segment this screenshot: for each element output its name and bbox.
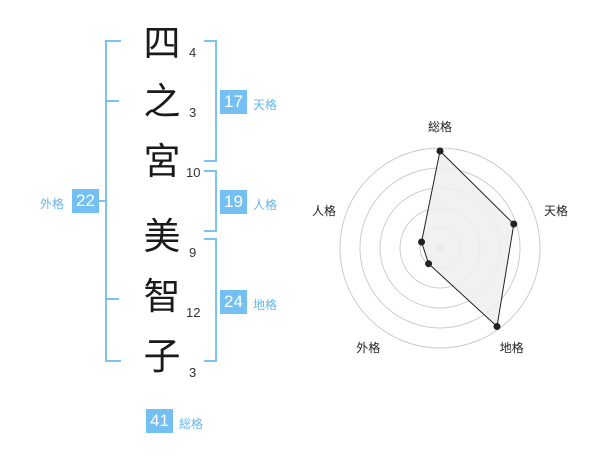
radar-axis-label-5: 人格 [311,204,336,219]
radar-axis-label-1: 総格 [427,120,452,134]
soukaku-value: 41 [146,409,173,433]
chikaku-bracket [204,238,217,362]
gaikaku-label: 外格 [40,197,65,211]
given-char-2: 智 [143,275,181,318]
radar-point-2 [510,220,518,228]
jinkaku-value: 19 [220,190,247,214]
gaikaku-tick-top [107,100,119,102]
radar-point-4 [425,260,433,268]
surname-stroke-1: 4 [189,45,197,60]
tenkaku-value: 17 [220,90,247,114]
gaikaku-value: 22 [72,189,99,213]
radar-axis-label-3: 地格 [499,340,524,355]
gaikaku-bracket [105,40,121,362]
given-stroke-1: 9 [189,245,197,260]
gaikaku-tick-bottom [107,298,119,300]
chikaku-label: 地格 [253,298,278,312]
tenkaku-bracket [204,40,217,162]
given-stroke-2: 12 [186,305,201,320]
surname-stroke-3: 10 [186,165,201,180]
gaikaku-connector [99,200,105,202]
chikaku-value: 24 [220,290,247,314]
given-stroke-3: 3 [189,365,197,380]
soukaku-label: 総格 [179,417,204,431]
jinkaku-label: 人格 [253,198,278,212]
radar-point-5 [418,238,426,246]
radar-point-3 [493,322,501,330]
given-char-1: 美 [143,215,181,258]
radar-point-1 [436,147,444,155]
tenkaku-label: 天格 [253,98,278,112]
surname-char-2: 之 [143,80,181,123]
jinkaku-bracket [204,170,217,232]
surname-stroke-2: 3 [189,105,197,120]
surname-char-3: 宮 [143,140,181,183]
surname-char-1: 四 [143,22,181,65]
radar-axis-label-2: 天格 [544,204,569,219]
radar-axis-label-4: 外格 [356,340,381,355]
given-char-3: 子 [143,335,181,378]
radar-series-polygon [421,149,515,328]
